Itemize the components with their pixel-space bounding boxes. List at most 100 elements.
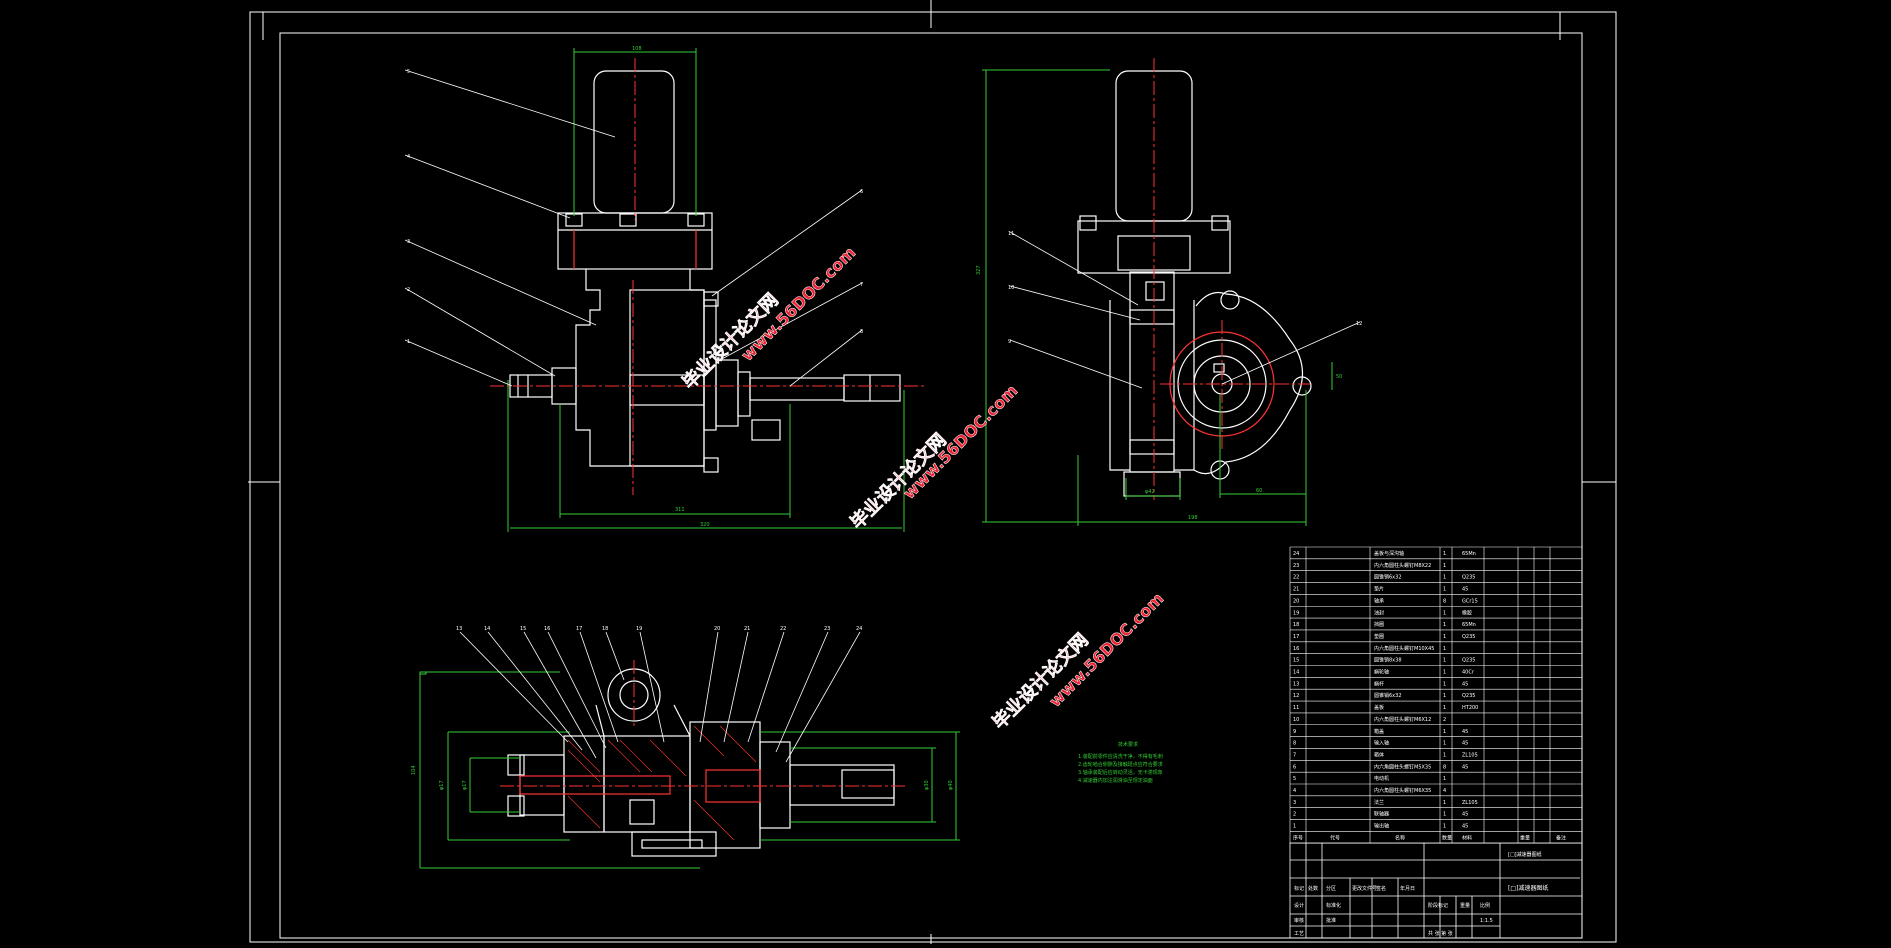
callout-5: 5	[407, 69, 410, 75]
section-view: 104 φ17 φ17 φ30 φ40 13 14 15 16 17 18 19…	[411, 626, 960, 869]
tb-sig-3: 更改文件号	[1352, 885, 1377, 892]
callout-7: 7	[860, 282, 863, 288]
tb-stage: 阶段标记	[1428, 902, 1448, 909]
bom-row-name: 盖板	[1374, 704, 1384, 711]
bom-row-qty: 1	[1443, 646, 1446, 652]
tb-sig-5: 年月日	[1400, 885, 1415, 892]
bom-row-no: 9	[1293, 729, 1296, 735]
dim-front-outer: 320	[700, 522, 710, 528]
dim-section-left: 104	[411, 765, 417, 775]
bom-row-no: 8	[1293, 741, 1296, 747]
callout-23: 23	[824, 626, 830, 632]
bom-row-name: 输出轴	[1374, 823, 1389, 830]
bom-row-no: 13	[1293, 681, 1299, 687]
callout-24: 24	[856, 626, 862, 632]
callout-17: 17	[576, 626, 582, 632]
bom-row-qty: 2	[1443, 717, 1446, 723]
tb-role-2: 工艺	[1294, 931, 1304, 937]
bom-row-name: 垫圈	[1374, 633, 1384, 640]
drawing-title: [□]减速器图纸	[1508, 884, 1548, 892]
bom-header-name: 名称	[1395, 834, 1405, 841]
bom-row-no: 22	[1293, 575, 1299, 581]
bom-row-name: 圆锥销8x38	[1374, 657, 1402, 664]
dim-front-inner: 311	[675, 507, 685, 513]
callout-22: 22	[780, 626, 786, 632]
bom-row-material: ZL105	[1462, 752, 1478, 758]
dim-side-small: φ42	[1145, 489, 1155, 495]
tb-sheets: 共 张 第 张	[1428, 930, 1453, 937]
bom-row-qty: 1	[1443, 587, 1446, 593]
bom-row-material: HT200	[1462, 705, 1478, 711]
bom-row-material: 65Mn	[1462, 622, 1476, 628]
bom-row-material: GCr15	[1462, 598, 1478, 604]
callout-14: 14	[484, 626, 490, 632]
bom-row-qty: 1	[1443, 681, 1446, 687]
callout-6: 6	[860, 189, 863, 195]
bom-row-no: 12	[1293, 693, 1299, 699]
front-view: 108 311 320 5 4 3 2 1 6 7 8	[404, 46, 925, 532]
bom-row-qty: 8	[1443, 598, 1446, 604]
bom-row-no: 6	[1293, 764, 1296, 770]
bom-row-qty: 1	[1443, 824, 1446, 830]
bom-row-name: 挡圈	[1374, 621, 1384, 628]
bom-row-qty: 1	[1443, 622, 1446, 628]
note-1: 1.装配前零件应清洗干净，不得有毛刺	[1078, 753, 1163, 760]
sheet-border	[248, 0, 1617, 944]
bom-row-qty: 1	[1443, 812, 1446, 818]
bom-row-material: 45	[1462, 741, 1468, 747]
bom-row-no: 18	[1293, 622, 1299, 628]
bom-row-qty: 4	[1443, 788, 1446, 794]
callout-16: 16	[544, 626, 550, 632]
title-block: [□]减速器图纸 [□]减速器图纸 标记 处数 分区 更改文件号 签名 年月日 …	[1289, 842, 1583, 939]
bom-row-name: 垫片	[1374, 586, 1384, 593]
bom-row-name: 内六角圆柱头螺钉M10X45	[1374, 645, 1434, 652]
bom-row-no: 11	[1293, 705, 1299, 711]
bom-row-qty: 1	[1443, 551, 1446, 557]
dim-side-right: 60	[1256, 488, 1262, 494]
bom-row-qty: 1	[1443, 752, 1446, 758]
bom-row-qty: 1	[1443, 563, 1446, 569]
bom-row-no: 7	[1293, 752, 1296, 758]
tb-role-1: 审核	[1294, 917, 1304, 924]
dim-section-d1: φ17	[439, 780, 445, 790]
bom-header-qty: 数量	[1442, 834, 1452, 841]
bom-row-no: 19	[1293, 610, 1299, 616]
side-view: 327 198 60 φ42 50 11 10 9 12	[976, 58, 1362, 526]
bom-row-qty: 1	[1443, 610, 1446, 616]
bom-row-material: 40Cr	[1462, 670, 1475, 676]
bom-row-name: 联轴器	[1374, 811, 1389, 818]
bom-row-material: ZL105	[1462, 800, 1478, 806]
callout-8: 8	[860, 329, 863, 335]
callout-15: 15	[520, 626, 526, 632]
bom-header-material: 材料	[1462, 834, 1472, 841]
bom-row-name: 蜗轮轴	[1374, 669, 1389, 676]
bom-row-qty: 1	[1443, 658, 1446, 664]
callout-1: 1	[407, 339, 410, 345]
watermark-cn-2: 毕业设计论文网	[846, 429, 951, 534]
callout-12: 12	[1356, 321, 1362, 327]
bom-row-name: 内六角圆柱头螺钉M6X35	[1374, 787, 1431, 794]
bom-row-qty: 1	[1443, 575, 1446, 581]
bom-row-name: 箱盖	[1374, 728, 1384, 735]
bom-row-material: Q235	[1462, 575, 1475, 581]
tb-sig-4: 签名	[1376, 885, 1386, 892]
bom-row-material: Q235	[1462, 658, 1475, 664]
bom-row-name: 法兰	[1374, 799, 1384, 806]
bom-row-material: 45	[1462, 729, 1468, 735]
callout-13: 13	[456, 626, 462, 632]
bom-row-qty: 1	[1443, 705, 1446, 711]
bom-row-material: 45	[1462, 681, 1468, 687]
bom-row-no: 23	[1293, 563, 1299, 569]
watermark-en-2: www.56DOC.com	[899, 381, 1021, 503]
bom-row-name: 内六角圆柱头螺钉M8X22	[1374, 562, 1431, 569]
bom-row-no: 1	[1293, 824, 1296, 830]
bom-row-no: 10	[1293, 717, 1299, 723]
bom-row-material: Q235	[1462, 693, 1475, 699]
bom-row-no: 21	[1293, 587, 1299, 593]
bom-header-code: 代号	[1330, 834, 1340, 841]
bom-row-name: 蜗杆	[1374, 680, 1384, 687]
bom-row-no: 20	[1293, 598, 1299, 604]
